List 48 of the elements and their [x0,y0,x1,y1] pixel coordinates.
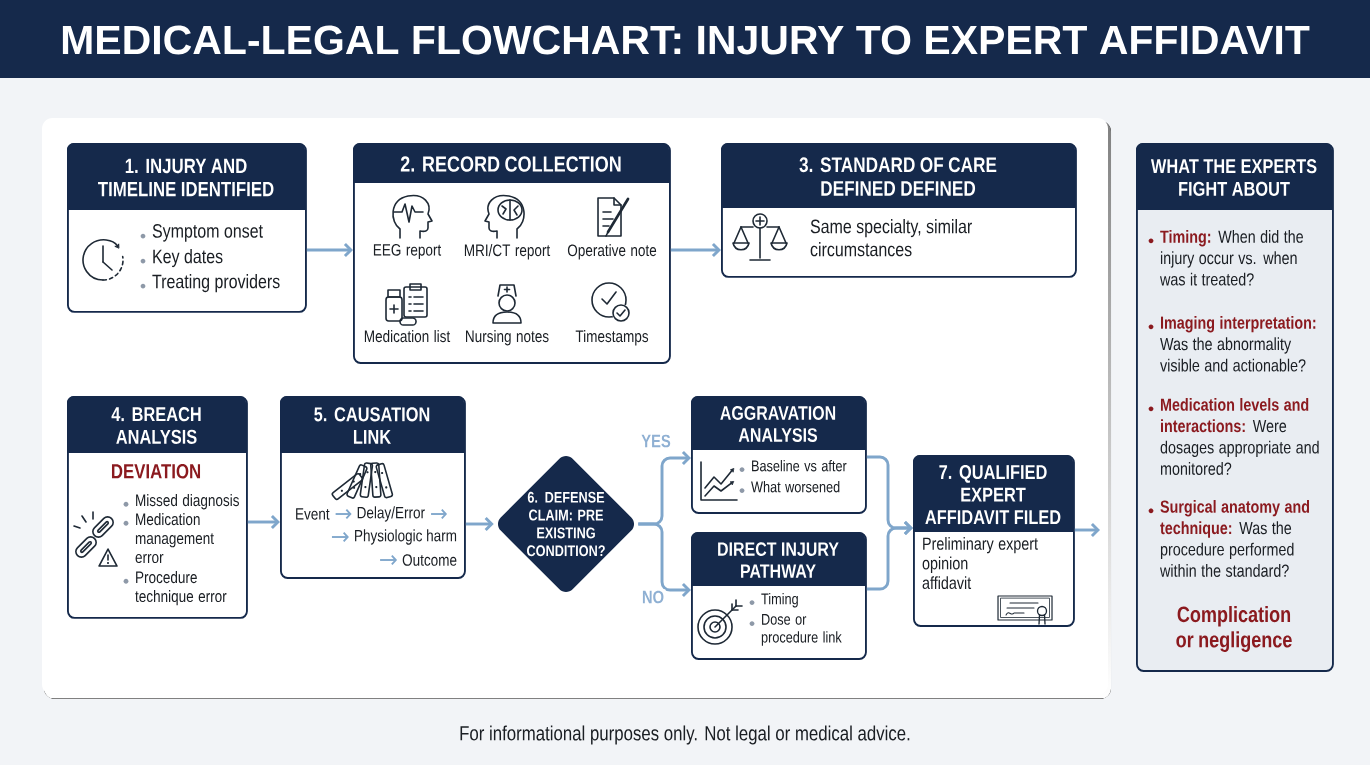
bullet-item: Medication management error [123,513,214,564]
decision-text: 6. DEFENSE CLAIM: PRE EXISTING CONDITION? [527,491,605,557]
bullet-item: Imaging interpretation: Was the abnormality visible and actionable? [1148,316,1316,372]
flow-step: Event [296,508,330,520]
box-header: 5. CAUSATION LINK [280,396,464,453]
bullet-item: Timing [749,593,798,608]
arrow [670,242,721,258]
record-label: Timestamps [575,330,649,346]
bullet-item: Symptom onset [140,224,263,242]
bullet-item: Timing: When did the injury occur vs. when was it treated? [1148,230,1303,286]
arrow [465,516,494,532]
box-header: 1. INJURY AND TIMELINE IDENTIFIED [67,143,305,210]
bullet-item: Treating providers [140,274,280,293]
arrow [638,522,691,598]
bullet-item: Missed diagnosis [123,494,239,510]
flow-step: Physiologic harm [355,529,457,545]
box-header: 2. RECORD COLLECTION [353,143,669,183]
flow-step: Outcome [402,554,457,566]
edge-label: NO [640,589,666,605]
bullet-item: Procedure technique error [123,571,227,606]
title-bar: MEDICAL-LEGAL FLOWCHART: INJURY TO EXPERT AFFIDAVIT [0,0,1370,78]
subheading: DEVIATION [112,464,201,479]
record-label: Medication list [364,330,451,343]
record-label: Operative note [567,244,657,260]
footer-note: For informational purposes only. Not legal or medical advice. [460,725,910,745]
conclusion-text: Complication or negligence [1176,606,1292,652]
box-header: 7. QUALIFIED EXPERT AFFIDAVIT FILED [913,455,1073,532]
record-label: Nursing notes [466,330,549,346]
arrow [1074,522,1100,538]
flow-step: Delay/Error [357,506,425,522]
bullet-item: What worsened [739,481,840,493]
record-label: MRI/CT report [464,244,551,260]
arrow [247,514,280,530]
box-header: AGGRAVATION ANALYSIS [691,396,865,450]
edge-label: YES [639,433,673,449]
box-header: WHAT THE EXPERTS FIGHT ABOUT [1136,143,1332,210]
box-header: 4. BREACH ANALYSIS [67,396,246,453]
bullet-item: Key dates [140,249,223,268]
record-label: EEG report [373,244,442,259]
body-text: Preliminary expert opinion affidavit [922,537,1038,590]
body-text: Same specialty, similar circumstances [810,219,972,257]
bullet-item: Baseline vs after [739,460,847,472]
box-header: 3. STANDARD OF CARE DEFINED DEFINED [721,143,1075,208]
bullet-item: Surgical anatomy and technique: Was the procedure performed within the standard? [1148,500,1310,577]
bullet-item: Dose or procedure link [749,614,842,646]
box-header: DIRECT INJURY PATHWAY [691,532,865,586]
bullet-item: Medication levels and interactions: Were dosages appropriate and monitored? [1148,398,1319,475]
arrow [306,242,353,258]
